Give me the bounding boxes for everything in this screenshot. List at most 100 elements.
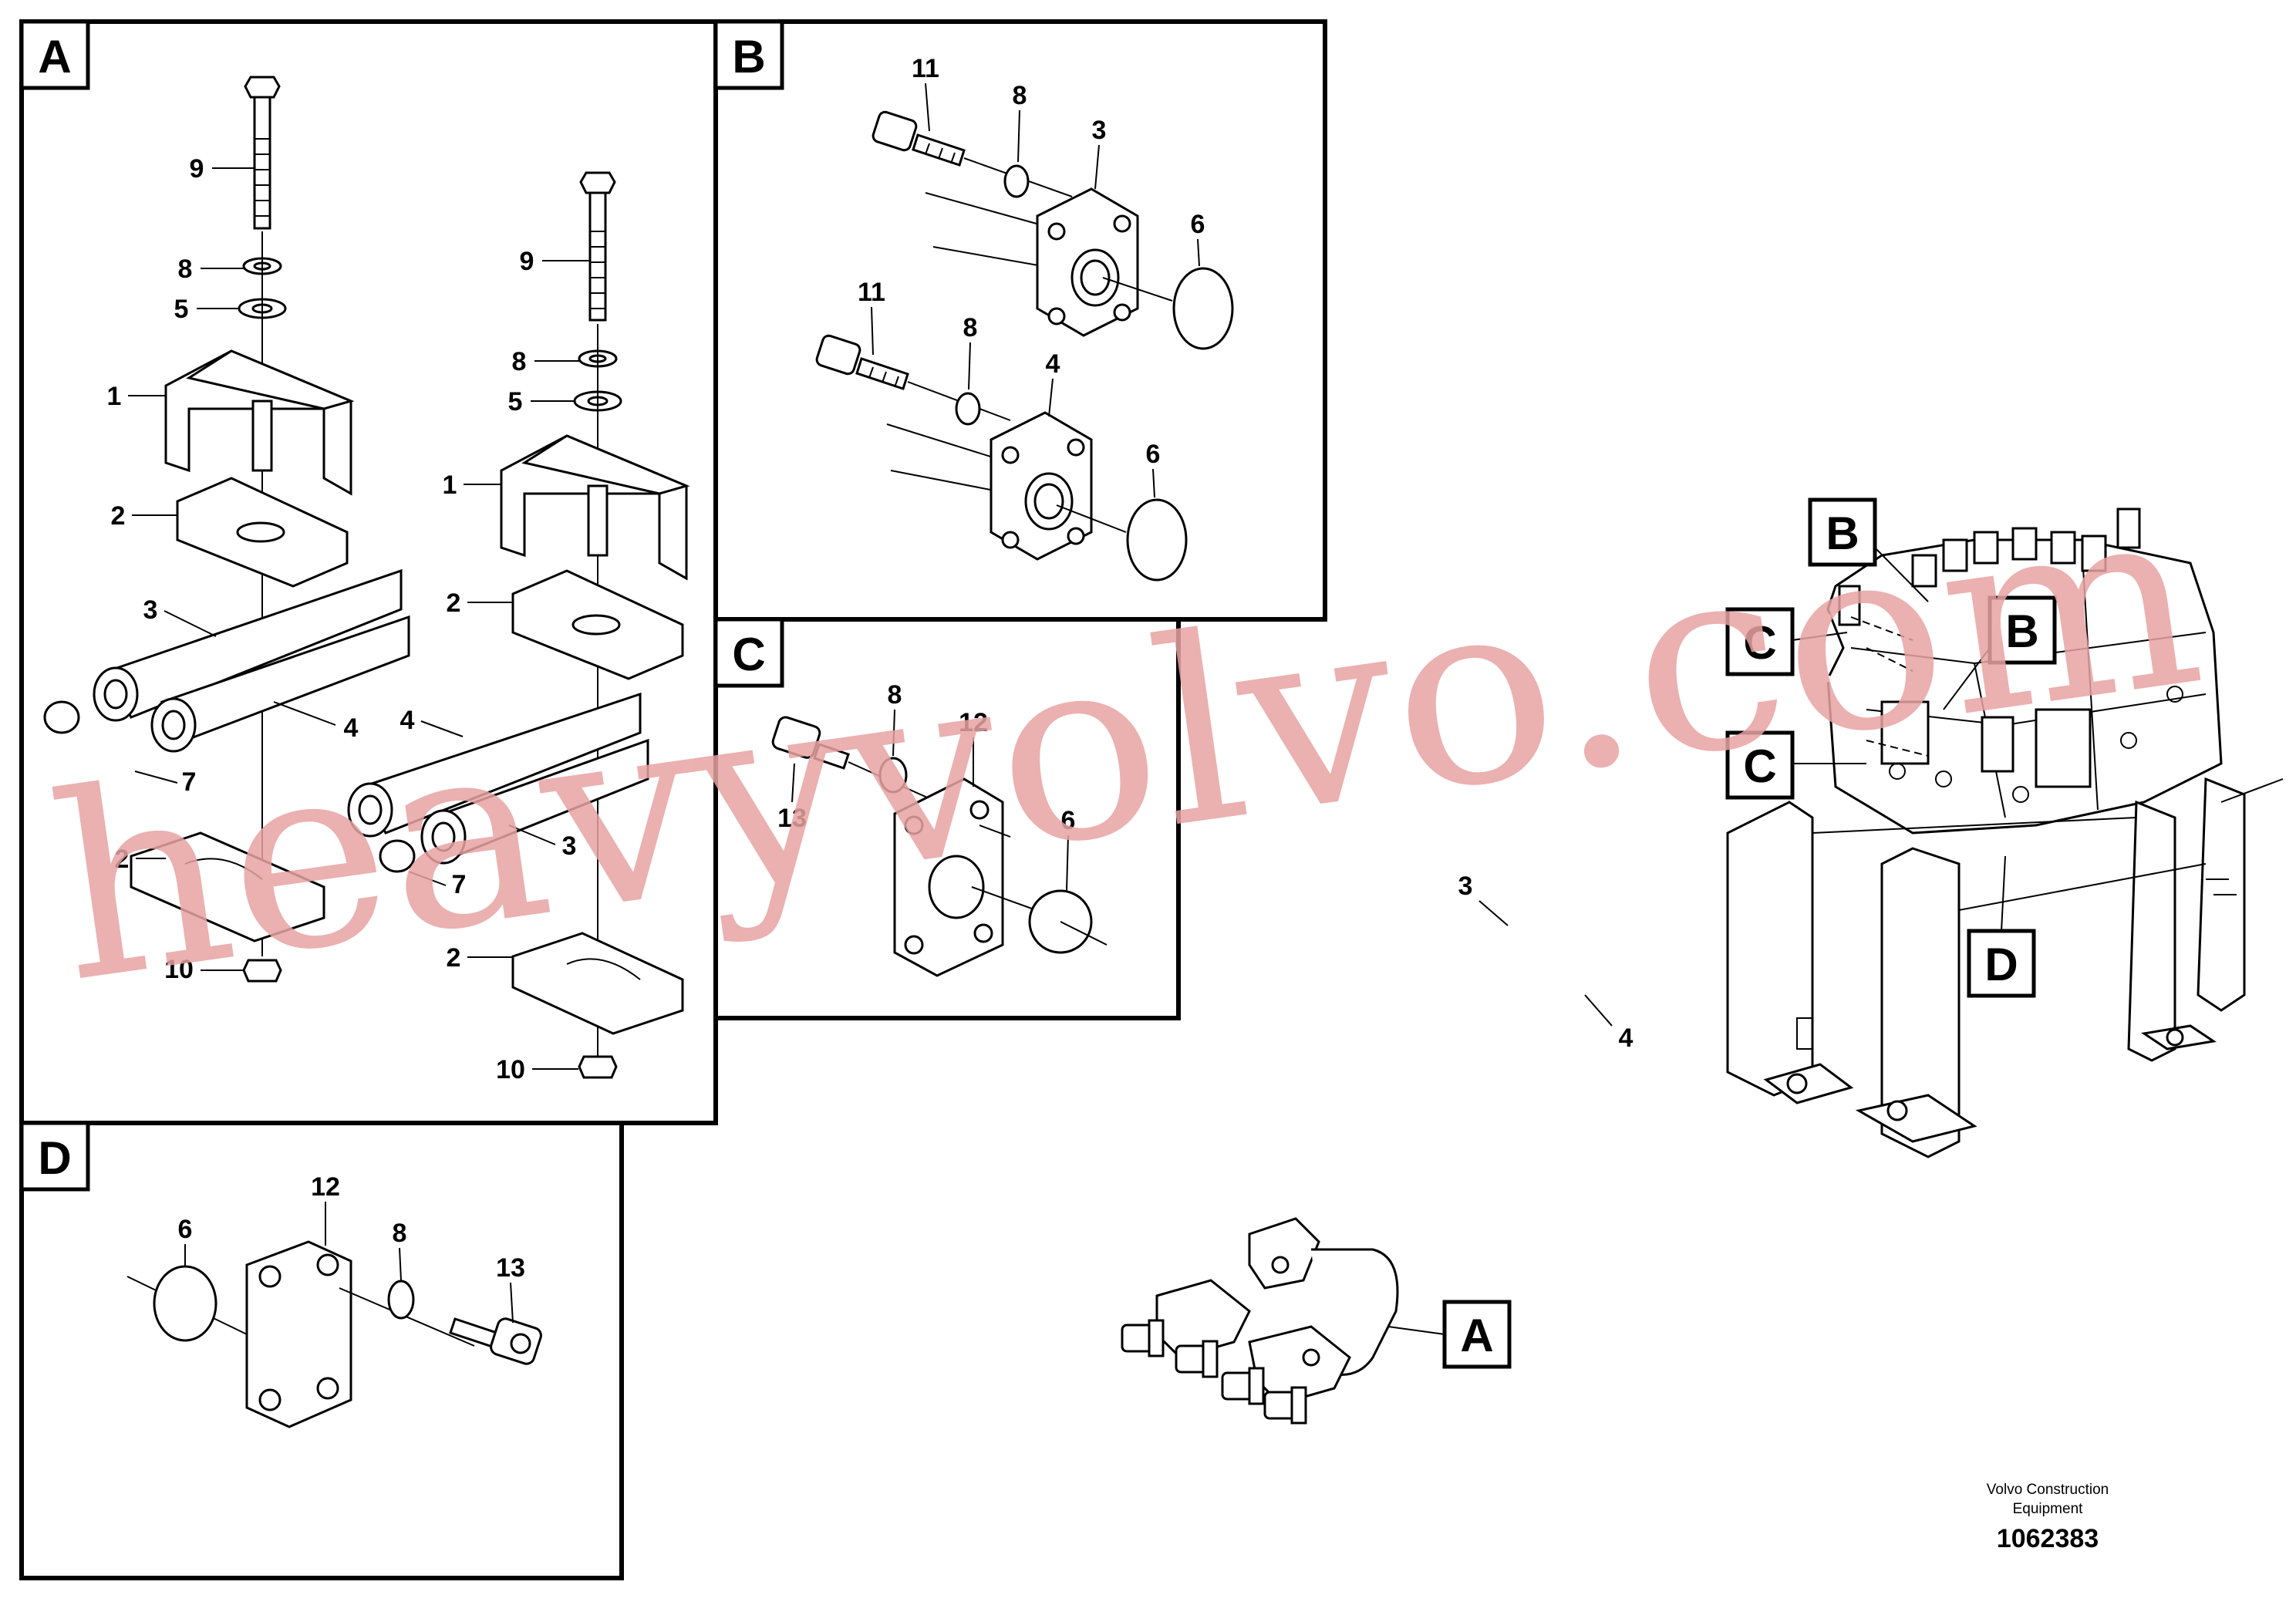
overview-tag-b-1: B: [1826, 508, 1859, 559]
panel-b: B: [713, 19, 1327, 622]
callout: 7: [452, 870, 467, 899]
clamp-half-lower-left: [130, 831, 325, 943]
brand-line-2: Equipment: [2013, 1501, 2084, 1517]
bolt-right: [579, 171, 616, 322]
panel-b-tag: B: [732, 31, 765, 83]
control-valve-block: [1826, 508, 2223, 835]
flange-c-12: [893, 777, 1004, 977]
panel-c: C 8 12 13 6: [713, 617, 1181, 1020]
bolt-d: [449, 1317, 542, 1365]
overview-tag-c-1: C: [1743, 617, 1776, 669]
clamp-half-upper-left: [176, 477, 349, 588]
clamp-cover-left: [164, 349, 355, 496]
o-ring-b-upper: [1172, 267, 1234, 350]
callout: 8: [512, 347, 527, 376]
clamp-cover-right: [500, 434, 690, 581]
tubes-3-4: [1253, 613, 1832, 1253]
overview-tag-b-2: B: [2005, 605, 2038, 657]
bolt-b-lower: [815, 334, 909, 390]
washer-b-lower: [955, 392, 981, 426]
overview-tag-a: A: [1460, 1310, 1493, 1361]
callout: 5: [174, 295, 189, 324]
brand-line-1: Volvo Construction: [1987, 1482, 2109, 1498]
callout: 10: [496, 1055, 525, 1084]
panel-d-tag: D: [38, 1132, 71, 1184]
drawing-number: 1062383: [1997, 1524, 2099, 1553]
panel-a-callouts: 9 8 5 1 2 3 4 7 2 10 9 8 5 1: [107, 154, 590, 1084]
callout: 12: [959, 708, 988, 737]
callout: 9: [520, 247, 534, 276]
callout: 6: [1146, 440, 1161, 469]
callout: 2: [447, 588, 461, 618]
callout: 3: [1092, 116, 1107, 145]
footer: Volvo Construction Equipment 1062383: [1987, 1482, 2109, 1553]
callout: 4: [1619, 1023, 1633, 1053]
callout: 8: [393, 1219, 407, 1248]
callout: 4: [344, 713, 359, 743]
callout: 8: [178, 255, 193, 284]
bolt-b-upper: [872, 110, 966, 167]
tube-4-right: [347, 692, 649, 873]
callout: 4: [400, 706, 415, 735]
tube-3-left: [43, 568, 410, 753]
panel-a: A: [19, 19, 718, 1125]
fitting-4: [1263, 1386, 1307, 1425]
callout: 8: [1013, 81, 1027, 110]
callout: 6: [1061, 806, 1076, 835]
callout: 9: [190, 154, 204, 184]
callout: 8: [888, 680, 902, 710]
flange-d-12: [245, 1240, 352, 1428]
callout: 2: [447, 943, 461, 973]
callout: 11: [858, 278, 885, 307]
callout: 13: [496, 1253, 525, 1283]
clamp-half-lower-right: [511, 932, 684, 1035]
callout: 5: [508, 387, 523, 416]
bolt-left: [244, 76, 281, 230]
overview-tag-d: D: [1984, 939, 2018, 990]
washer-b-upper: [1003, 164, 1030, 198]
callout: 6: [178, 1215, 193, 1244]
panel-b-callouts: 11 8 3 6 11 8 4 6: [858, 54, 1205, 498]
callout: 2: [111, 501, 126, 531]
panel-a-tag-box: [19, 19, 90, 90]
panel-c-callouts: 8 12 13 6: [777, 680, 1076, 892]
callout: 1: [443, 470, 457, 500]
overview-tags: B B C C D A: [1387, 497, 2057, 1369]
callout: 3: [1458, 872, 1473, 901]
overview-tag-c-2: C: [1743, 740, 1776, 792]
washer-c: [878, 757, 908, 794]
fitting-1: [1121, 1319, 1165, 1357]
callout: 4: [1046, 349, 1060, 379]
callout: 11: [912, 54, 939, 83]
bolt-c: [771, 716, 850, 770]
panel-a-tag: A: [38, 31, 71, 83]
callout: 6: [1191, 210, 1205, 239]
nut-right: [578, 1055, 618, 1079]
panel-c-tag: C: [732, 629, 765, 680]
o-ring-d: [153, 1265, 217, 1342]
washer-d: [387, 1280, 415, 1320]
callout: 12: [311, 1172, 340, 1202]
flange-b-3: [925, 187, 1139, 337]
callout: 10: [164, 955, 194, 984]
fitting-3: [1221, 1367, 1265, 1405]
flange-b-4: [886, 411, 1093, 561]
callout: 7: [182, 767, 197, 797]
support-frame: [1726, 777, 2284, 1158]
overview-assembly: B B C C D A 3 4: [1121, 497, 2284, 1425]
callout: 2: [115, 845, 130, 874]
callout: 13: [777, 804, 807, 833]
o-ring-b-lower: [1126, 498, 1188, 582]
callout: 3: [562, 831, 577, 861]
overview-callouts: 3 4: [1458, 872, 1633, 1053]
clamp-half-upper-right: [511, 569, 684, 680]
lower-fittings: [1121, 1217, 1399, 1425]
callout: 1: [107, 382, 122, 411]
fitting-2: [1175, 1340, 1219, 1378]
panel-d-callouts: 6 12 8 13: [178, 1172, 525, 1324]
callout: 3: [143, 595, 158, 625]
panel-d: D 6 12 8 13: [19, 1121, 624, 1580]
nut-left: [242, 959, 282, 983]
callout: 8: [963, 313, 978, 342]
